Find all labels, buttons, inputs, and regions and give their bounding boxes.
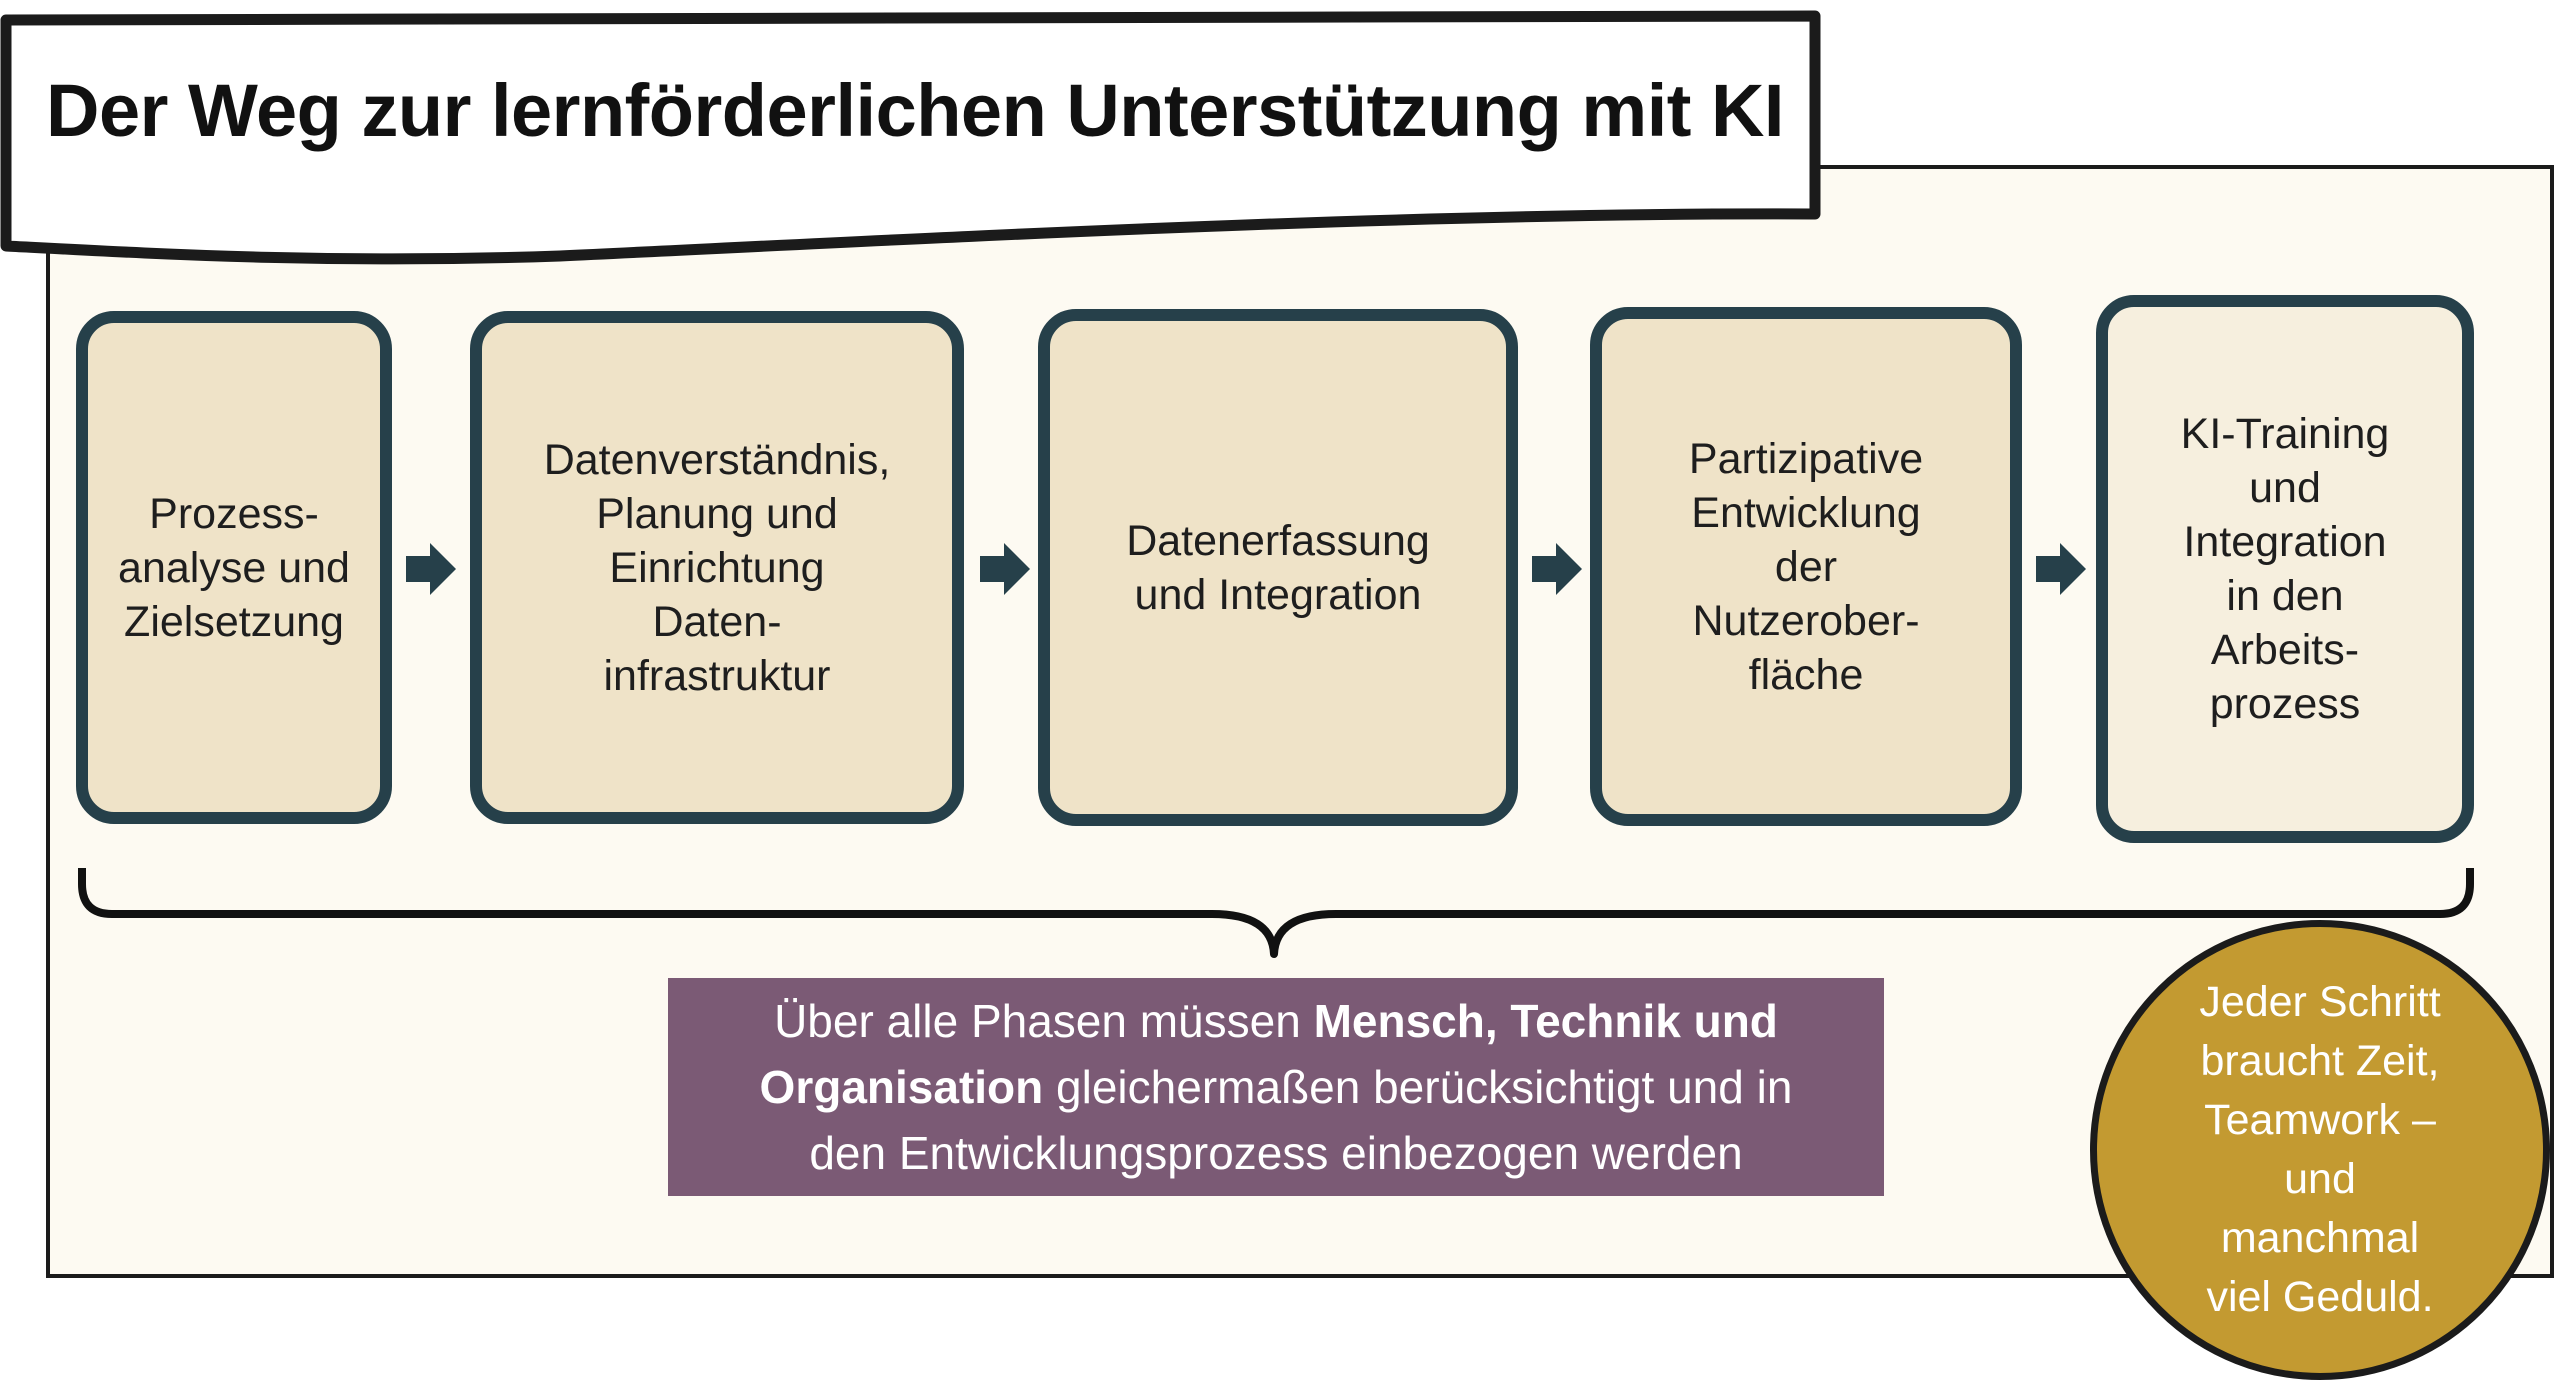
step-ai-training: KI-Training und Integration in den Arbei… bbox=[2096, 295, 2474, 843]
title-banner bbox=[0, 10, 1821, 265]
summary-box: Über alle Phasen müssen Mensch, Technik … bbox=[668, 978, 1884, 1196]
summary-text-part3: den Entwicklungsprozess einbezogen werde… bbox=[809, 1127, 1743, 1179]
grouping-brace bbox=[78, 868, 2474, 958]
summary-text-part2: gleichermaßen berücksichtigt und in bbox=[1043, 1061, 1793, 1113]
page-title: Der Weg zur lernförderlichen Unterstützu… bbox=[46, 69, 1784, 152]
step-data-capture: Datenerfassung und Integration bbox=[1038, 309, 1518, 826]
summary-bold-2: Organisation bbox=[759, 1061, 1044, 1113]
summary-bold-1: Mensch, Technik und bbox=[1313, 995, 1778, 1047]
step-process-analysis: Prozess- analyse und Zielsetzung bbox=[76, 311, 392, 824]
arrow-right-icon bbox=[2036, 543, 2086, 595]
step-participative-ui: Partizipative Entwicklung der Nutzerober… bbox=[1590, 307, 2022, 826]
arrow-right-icon bbox=[406, 543, 456, 595]
patience-note-circle: Jeder Schritt braucht Zeit, Teamwork – u… bbox=[2090, 920, 2550, 1380]
arrow-right-icon bbox=[980, 543, 1030, 595]
arrow-right-icon bbox=[1532, 543, 1582, 595]
step-data-understanding: Datenverständnis, Planung und Einrichtun… bbox=[470, 311, 964, 824]
summary-text-part1: Über alle Phasen müssen bbox=[774, 995, 1314, 1047]
